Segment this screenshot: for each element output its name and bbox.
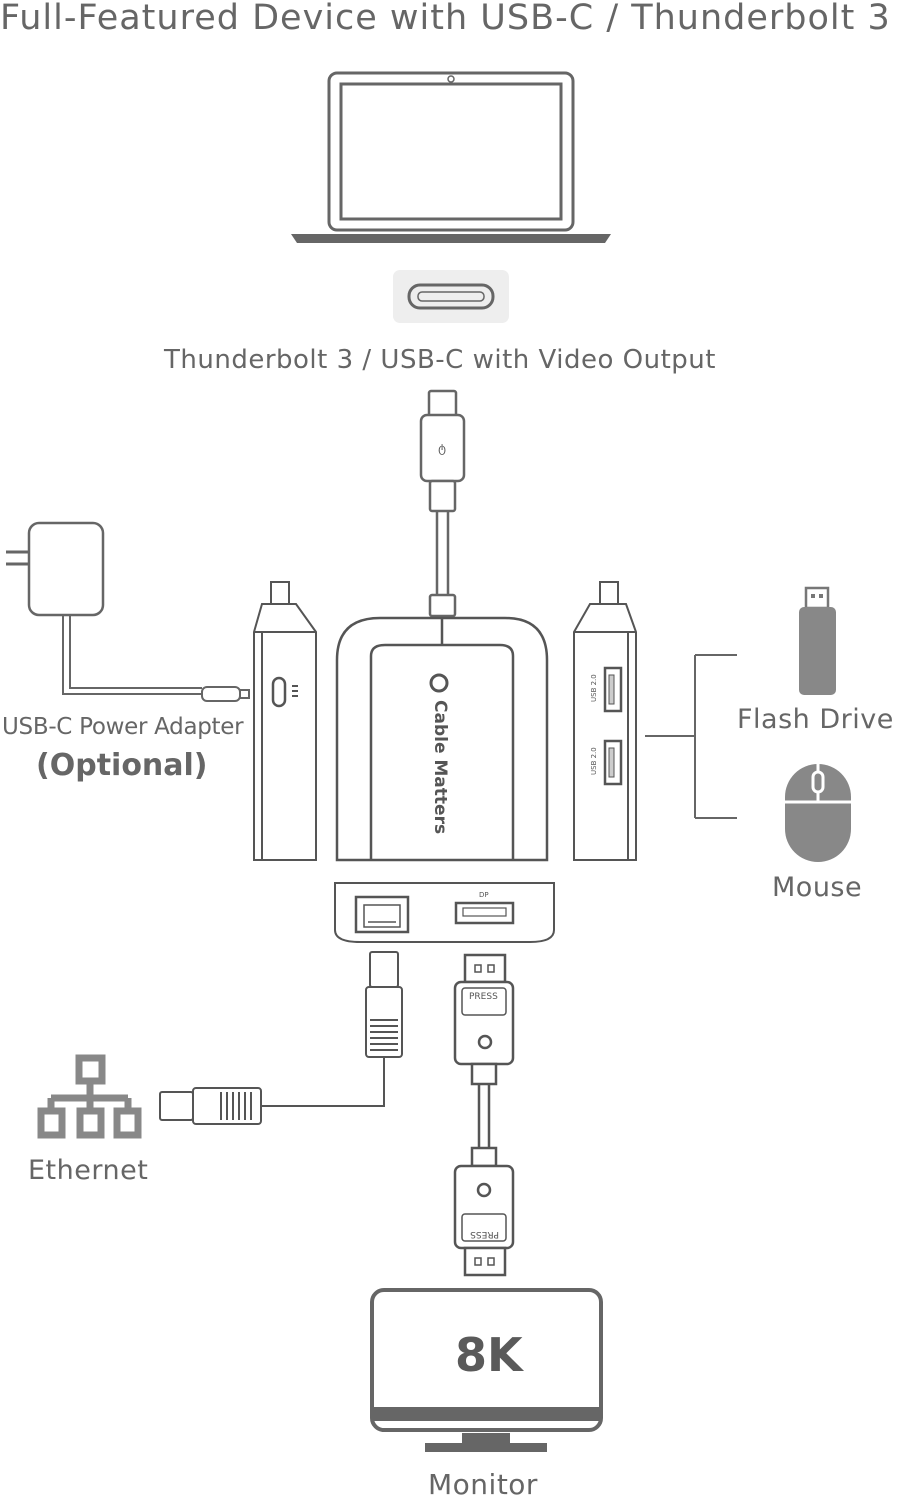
hub-right-side bbox=[573, 581, 637, 861]
dp-plug-press-label-top: PRESS bbox=[469, 992, 498, 1002]
usb-port-1-label: USB 2.0 bbox=[590, 674, 598, 702]
usbc-port-icon bbox=[393, 270, 509, 323]
dp-plug-logo-icon-bottom bbox=[476, 1182, 492, 1198]
optional-label: (Optional) bbox=[36, 748, 208, 783]
ethernet-cable-plug-horizontal bbox=[159, 1087, 262, 1125]
brand-logo-icon bbox=[429, 673, 449, 693]
adapter-hub bbox=[335, 616, 549, 862]
mouse-icon bbox=[785, 764, 851, 862]
page-title: Full-Featured Device with USB-C / Thunde… bbox=[0, 0, 891, 38]
power-adapter-label: USB-C Power Adapter bbox=[2, 714, 244, 740]
usb-port-2-label: USB 2.0 bbox=[590, 747, 598, 775]
ethernet-cable-plug bbox=[262, 951, 403, 1107]
power-adapter-icon bbox=[6, 521, 250, 702]
displayport-cable bbox=[453, 953, 515, 1277]
mouse-label: Mouse bbox=[772, 872, 863, 903]
thunderbolt-port-label: Thunderbolt 3 / USB-C with Video Output bbox=[164, 345, 716, 375]
monitor-icon bbox=[370, 1288, 603, 1452]
svg-text:ტ: ტ bbox=[438, 441, 446, 455]
ethernet-label: Ethernet bbox=[28, 1155, 149, 1186]
brand-logo-text: Cable Matters bbox=[430, 700, 450, 834]
hub-bottom-ports bbox=[334, 882, 555, 943]
hub-left-side bbox=[253, 581, 317, 861]
flash-drive-label: Flash Drive bbox=[737, 704, 894, 735]
usbc-cable-plug: ტ bbox=[419, 389, 466, 618]
flash-drive-icon bbox=[799, 586, 836, 695]
dp-plug-press-label-bottom: PRESS bbox=[470, 1229, 499, 1239]
usb-connection-lines bbox=[645, 654, 737, 819]
monitor-label: Monitor bbox=[428, 1468, 538, 1501]
ethernet-network-icon bbox=[37, 1054, 142, 1139]
dp-plug-logo-icon-top bbox=[477, 1034, 493, 1050]
laptop-icon bbox=[291, 71, 611, 243]
dp-port-label: DP bbox=[479, 891, 489, 899]
monitor-resolution-label: 8K bbox=[455, 1328, 523, 1382]
